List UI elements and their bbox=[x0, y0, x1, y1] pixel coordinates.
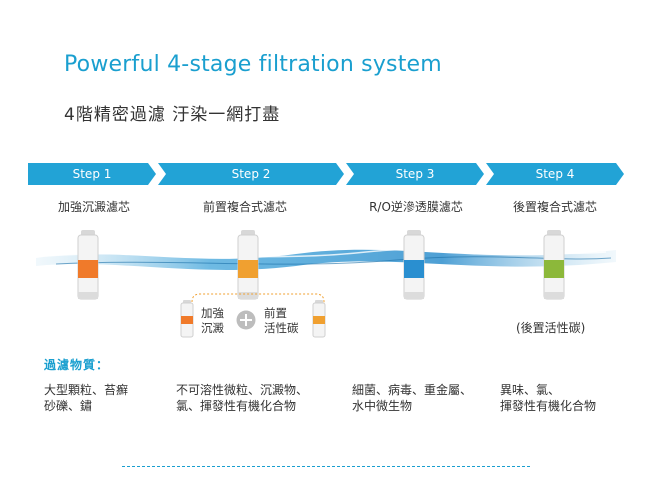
cartridge-step-4-image bbox=[543, 230, 565, 300]
composite-right-line-1: 前置 bbox=[264, 306, 287, 320]
step-1-arrow: Step 1 bbox=[28, 163, 156, 185]
mini-cartridge-sediment-image bbox=[180, 300, 194, 338]
step-4-note: (後置活性碳) bbox=[516, 321, 586, 335]
step-2-label: Step 2 bbox=[231, 167, 271, 181]
stage-2-name: 前置複合式濾芯 bbox=[202, 200, 287, 214]
composite-right-label: 前置 活性碳 bbox=[264, 306, 299, 336]
stage-3-name: R/O逆滲透膜濾芯 bbox=[369, 200, 463, 214]
stage-4-name: 後置複合式濾芯 bbox=[512, 200, 597, 214]
water-splash-image bbox=[36, 247, 616, 270]
page-title: Powerful 4-stage filtration system bbox=[64, 52, 442, 77]
step-1-label: Step 1 bbox=[72, 167, 112, 181]
composite-left-line-1: 加強 bbox=[201, 306, 224, 320]
composite-left-label: 加強 沉澱 bbox=[201, 306, 224, 336]
removes-step-2: 不可溶性微粒、沉澱物、 氯、揮發性有機化合物 bbox=[176, 383, 309, 413]
step-4-arrow: Step 4 bbox=[486, 163, 624, 185]
cartridge-step-1-image bbox=[77, 230, 99, 300]
dashed-divider bbox=[122, 466, 530, 467]
step-3-arrow: Step 3 bbox=[346, 163, 484, 185]
cartridge-step-2-image bbox=[237, 230, 259, 300]
stage-1-name: 加強沉澱濾芯 bbox=[57, 200, 130, 214]
step-3-label: Step 3 bbox=[395, 167, 435, 181]
step-arrows: Step 1 Step 2 Step 3 Step 4 bbox=[28, 163, 628, 185]
removes-heading: 過濾物質： bbox=[44, 358, 110, 372]
mini-cartridge-carbon-image bbox=[312, 300, 326, 338]
step-4-label: Step 4 bbox=[535, 167, 575, 181]
step-2-arrow: Step 2 bbox=[158, 163, 344, 185]
cartridge-step-3-image bbox=[403, 230, 425, 300]
composite-left-line-2: 沉澱 bbox=[201, 321, 224, 335]
removes-step-1: 大型顆粒、苔癬 砂礫、鏽 bbox=[44, 383, 129, 413]
removes-step-3: 細菌、病毒、重金屬、 水中微生物 bbox=[352, 383, 473, 413]
plus-icon bbox=[236, 310, 256, 330]
removes-step-4: 異味、氯、 揮發性有機化合物 bbox=[500, 383, 597, 413]
composite-right-line-2: 活性碳 bbox=[264, 321, 299, 335]
page-subtitle: 4階精密過濾 汙染一網打盡 bbox=[64, 105, 281, 125]
